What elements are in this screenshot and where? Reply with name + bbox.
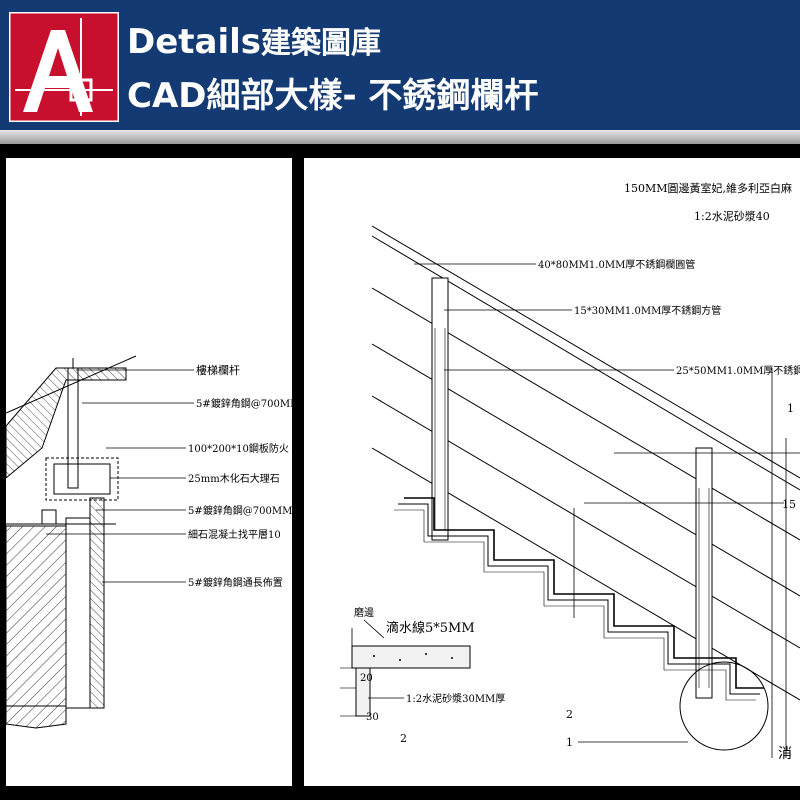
header-banner <box>0 0 800 130</box>
left-detail-panel: 樓梯欄杆 5#鍍鋅角鋼@700MM 100*200*10鋼板防火 25mm木化石… <box>6 158 292 786</box>
left-label-angle-steel-2: 5#鍍鋅角鋼@700MM <box>188 504 292 517</box>
corner-char: 消 <box>778 746 792 762</box>
inset-label-mortar: 1:2水泥砂漿30MM厚 <box>406 692 505 705</box>
brand-title: Details建築圖庫 <box>127 22 381 64</box>
left-section-drawing: 樓梯欄杆 5#鍍鋅角鋼@700MM 100*200*10鋼板防火 25mm木化石… <box>6 355 292 729</box>
label-handrail-tube: 40*80MM1.0MM厚不銹鋼欄圓管 <box>538 258 695 271</box>
page-title: CAD細部大樣- 不銹鋼欄杆 <box>127 76 539 116</box>
inset-mark-2: 2 <box>400 732 407 745</box>
left-label-steel-plate: 100*200*10鋼板防火 <box>188 442 289 455</box>
inset-label-drip: 滴水線5*5MM <box>386 620 475 636</box>
note-mortar: 1:2水泥砂漿40 <box>694 209 770 223</box>
inset-dim-20: 20 <box>360 673 373 684</box>
right-section-drawing: 150MM圓邊黃室妃,維多利亞白麻 1:2水泥砂漿40 <box>340 181 800 762</box>
brand-name-cn: 建築圖庫 <box>261 26 382 61</box>
left-label-angle-steel-1: 5#鍍鋅角鋼@700MM <box>196 397 292 410</box>
step-edge-inset: 磨邊 滴水線5*5MM 20 1:2水泥砂漿30MM厚 30 2 <box>340 606 505 745</box>
left-label-marble: 25mm木化石大理石 <box>188 472 280 485</box>
cad-logo-icon <box>9 12 119 122</box>
header-divider <box>0 130 800 144</box>
mark-right-15: 15 <box>782 498 796 511</box>
inset-label-edge: 磨邊 <box>354 606 374 619</box>
left-label-angle-steel-3: 5#鍍鋅角鋼通長佈置 <box>188 576 283 589</box>
label-square-tube: 15*30MM1.0MM厚不銹鋼方管 <box>574 304 721 317</box>
right-detail-panel: 150MM圓邊黃室妃,維多利亞白麻 1:2水泥砂漿40 <box>304 158 800 786</box>
mark-2: 2 <box>566 708 573 721</box>
brand-name: Details <box>127 22 262 62</box>
mark-right-1: 1 <box>787 402 794 415</box>
mark-1: 1 <box>566 736 573 749</box>
left-label-railing: 樓梯欄杆 <box>196 363 240 377</box>
inset-dim-30: 30 <box>366 712 379 723</box>
left-label-screed: 細石混凝土找平層10 <box>188 528 281 541</box>
note-stone-edge: 150MM圓邊黃室妃,維多利亞白麻 <box>624 181 792 195</box>
label-post-tube: 25*50MM1.0MM厚不銹鋼 <box>676 364 800 377</box>
